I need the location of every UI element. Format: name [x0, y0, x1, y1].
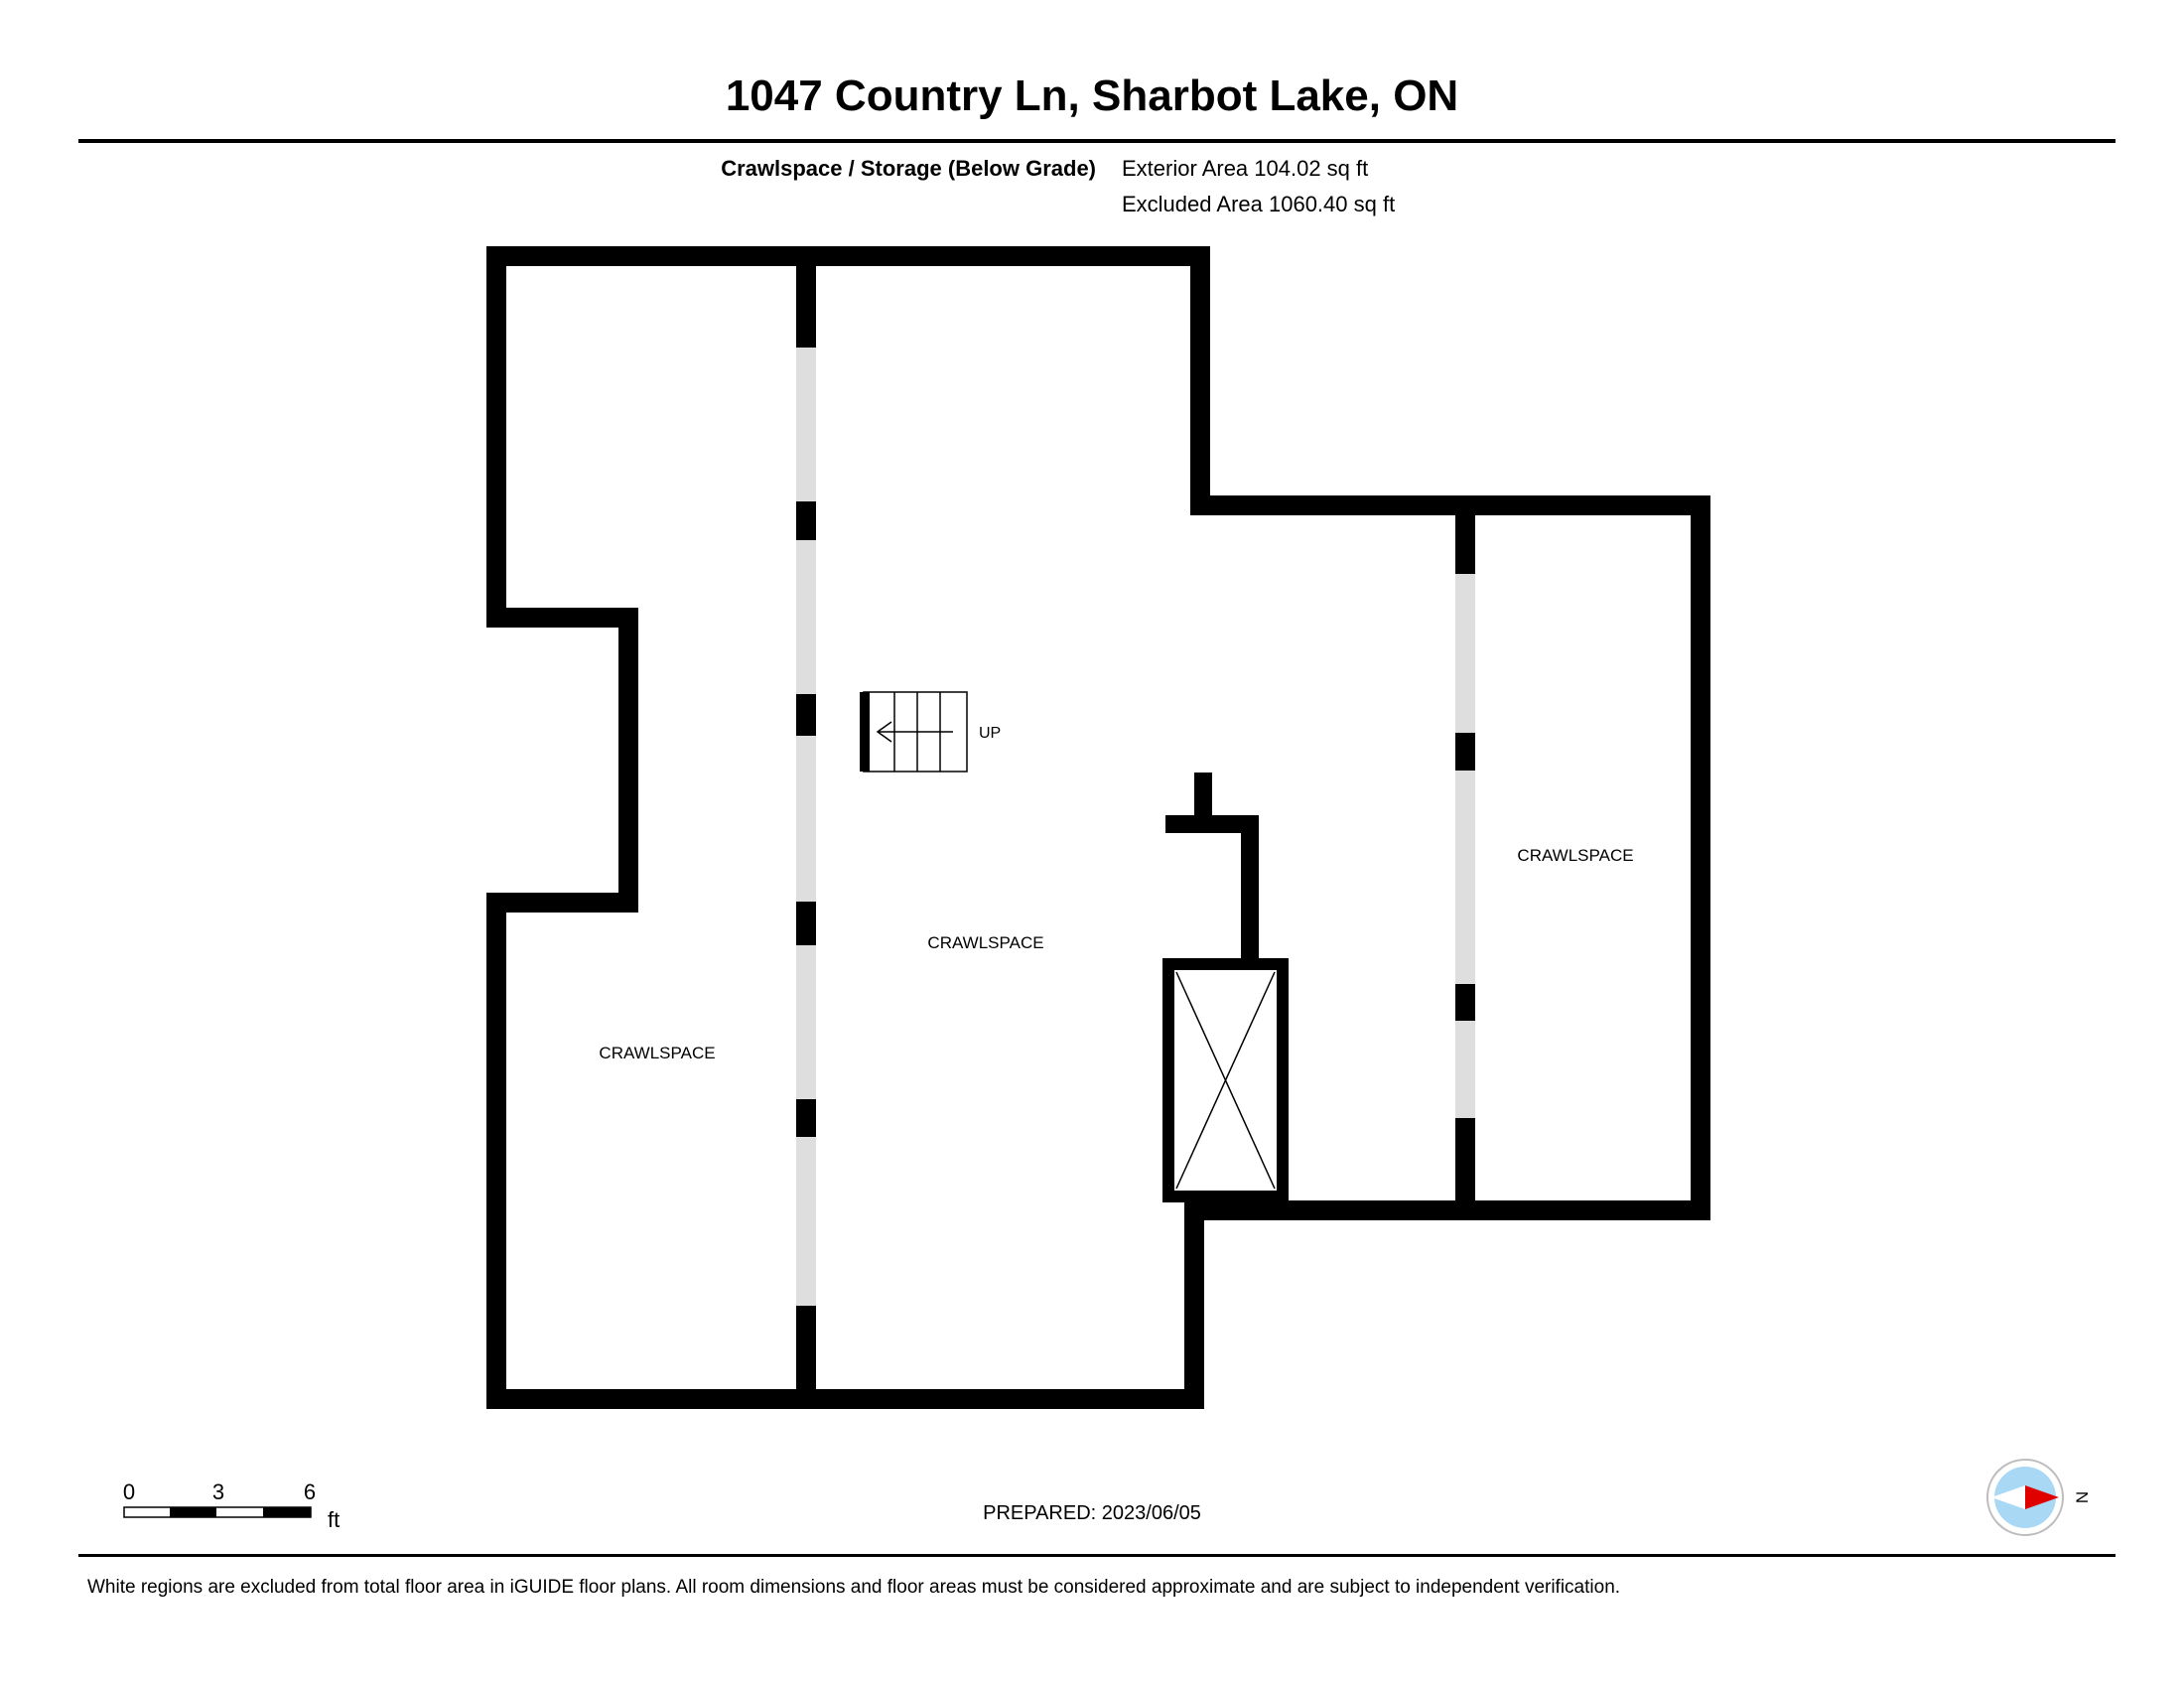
scale-bar: 0 3 6 ft	[123, 1479, 340, 1532]
compass-icon: N	[1986, 1459, 2092, 1536]
stairs	[860, 691, 968, 773]
svg-text:6: 6	[304, 1479, 316, 1504]
header-divider	[78, 139, 2116, 143]
floor-name: Crawlspace / Storage (Below Grade)	[721, 156, 1096, 181]
wall-stub	[1165, 773, 1259, 965]
footer-divider	[78, 1554, 2116, 1557]
room-label-right: CRAWLSPACE	[1517, 846, 1633, 865]
svg-text:3: 3	[212, 1479, 224, 1504]
compass-direction: N	[2073, 1491, 2092, 1503]
right-partition	[1455, 515, 1475, 1200]
svg-text:ft: ft	[328, 1507, 340, 1532]
room-label-center: CRAWLSPACE	[927, 933, 1043, 952]
exterior-area: Exterior Area 104.02 sq ft	[1122, 156, 1369, 181]
stairs-arrow-icon	[876, 721, 892, 743]
svg-text:0: 0	[123, 1479, 135, 1504]
left-partition	[796, 266, 816, 1389]
room-label-left: CRAWLSPACE	[599, 1044, 715, 1062]
exterior-wall	[486, 246, 1710, 1409]
disclaimer: White regions are excluded from total fl…	[87, 1577, 1621, 1598]
excluded-area: Excluded Area 1060.40 sq ft	[1122, 192, 1396, 216]
stairs-label: UP	[979, 725, 1001, 742]
page-title: 1047 Country Ln, Sharbot Lake, ON	[725, 71, 1459, 120]
prepared-date: PREPARED: 2023/06/05	[983, 1502, 1201, 1524]
chimney-box	[1162, 958, 1289, 1202]
